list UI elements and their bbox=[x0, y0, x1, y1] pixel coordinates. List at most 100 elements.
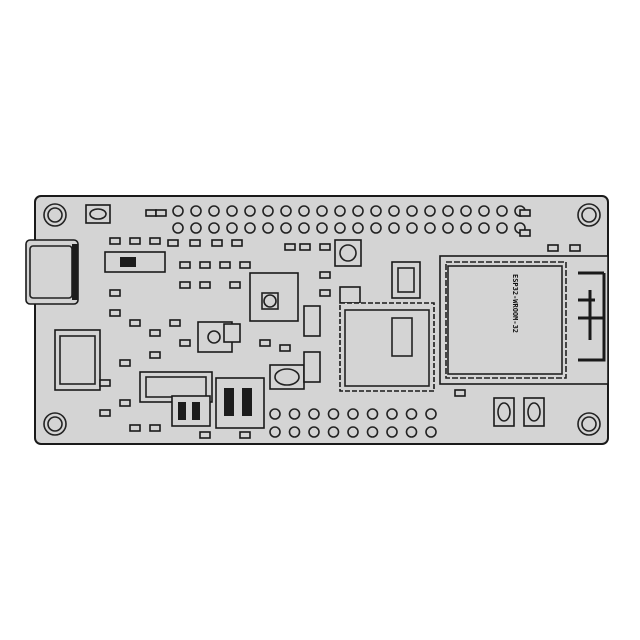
header-pin bbox=[405, 408, 418, 420]
header-pin bbox=[347, 408, 359, 420]
smd-component bbox=[145, 209, 157, 217]
header-pin bbox=[269, 426, 281, 438]
smd-component bbox=[239, 261, 251, 269]
mounting-hole bbox=[43, 203, 67, 227]
smd-component bbox=[284, 243, 296, 251]
smd-component bbox=[179, 261, 191, 269]
header-pin bbox=[280, 205, 292, 217]
header-pin bbox=[244, 222, 256, 234]
smd-component bbox=[454, 389, 466, 397]
smd-component bbox=[149, 237, 161, 245]
antenna-trace bbox=[578, 271, 606, 362]
module-label: ESP32-WROOM-32 bbox=[511, 274, 519, 333]
smd-component bbox=[109, 237, 121, 245]
smd-component bbox=[169, 319, 181, 327]
header-pin bbox=[280, 222, 292, 234]
header-pin bbox=[406, 222, 418, 234]
header-pin bbox=[386, 408, 398, 420]
smd-component bbox=[189, 239, 201, 247]
header-pin bbox=[478, 222, 490, 234]
smd-component bbox=[109, 309, 121, 317]
header-pin bbox=[406, 205, 418, 217]
small-ic bbox=[223, 323, 241, 343]
smd-component bbox=[229, 281, 241, 289]
mounting-holes bbox=[43, 203, 601, 436]
smd-component bbox=[199, 431, 211, 439]
header-pin bbox=[244, 205, 256, 217]
secondary-module bbox=[339, 302, 435, 392]
mounting-hole bbox=[577, 412, 601, 436]
smd-component bbox=[569, 244, 581, 252]
tactile-button[interactable] bbox=[269, 364, 305, 390]
header-pin bbox=[316, 222, 328, 234]
smd-component bbox=[99, 379, 111, 387]
smd-component bbox=[149, 329, 161, 337]
usb-c-connector bbox=[25, 239, 79, 305]
smd-component bbox=[109, 289, 121, 297]
header-pin bbox=[366, 408, 379, 420]
jst-sh-connector bbox=[391, 261, 421, 299]
smd-component bbox=[239, 431, 251, 439]
smd-component bbox=[129, 237, 141, 245]
header-pin bbox=[190, 205, 202, 217]
smd-component bbox=[119, 399, 131, 407]
esp32-module: ESP32-WROOM-32 bbox=[439, 255, 609, 385]
crystal bbox=[339, 286, 361, 304]
smd-component bbox=[155, 209, 167, 217]
smd-component bbox=[119, 359, 131, 367]
smd-component bbox=[129, 319, 141, 327]
smd-component bbox=[319, 271, 331, 279]
tactile-button[interactable] bbox=[85, 204, 111, 224]
slide-switch bbox=[104, 251, 166, 273]
header-pin bbox=[262, 222, 274, 234]
mounting-hole bbox=[577, 203, 601, 227]
header-pin bbox=[478, 205, 490, 217]
header-pin bbox=[460, 222, 472, 234]
header-pin bbox=[388, 205, 400, 217]
header-pin bbox=[208, 222, 220, 234]
header-pin bbox=[334, 222, 346, 234]
smd-component bbox=[519, 229, 531, 237]
header-pin bbox=[262, 205, 274, 217]
smd-component bbox=[211, 239, 223, 247]
header-pin bbox=[308, 426, 320, 438]
header-pin bbox=[334, 205, 346, 217]
smd-component bbox=[99, 409, 111, 417]
header-pin bbox=[424, 222, 436, 234]
mounting-hole bbox=[43, 412, 67, 436]
header-pin bbox=[366, 426, 379, 438]
smd-component bbox=[199, 281, 211, 289]
smd-component bbox=[319, 289, 331, 297]
dip-switch bbox=[171, 395, 211, 427]
header-pin bbox=[327, 408, 340, 420]
jst-sh-connector bbox=[303, 305, 321, 337]
sensor-chip bbox=[249, 272, 299, 322]
header-pin bbox=[352, 205, 364, 217]
header-pin bbox=[288, 426, 301, 438]
header-pin bbox=[316, 205, 328, 217]
smd-components bbox=[99, 209, 581, 439]
header-pin bbox=[496, 222, 508, 234]
header-pin bbox=[405, 426, 418, 438]
boot-button[interactable] bbox=[523, 397, 545, 427]
header-pin bbox=[226, 222, 238, 234]
smd-component bbox=[199, 261, 211, 269]
header-pin bbox=[352, 222, 364, 234]
smd-component bbox=[129, 424, 141, 432]
header-pin bbox=[424, 205, 436, 217]
tactile-button[interactable] bbox=[334, 239, 362, 267]
header-pin bbox=[226, 205, 238, 217]
header-pin bbox=[370, 205, 382, 217]
jst-connector bbox=[54, 329, 101, 391]
reset-button[interactable] bbox=[493, 397, 515, 427]
header-pin bbox=[386, 426, 398, 438]
smd-component bbox=[149, 351, 161, 359]
header-pin bbox=[460, 205, 472, 217]
header-pin bbox=[308, 408, 320, 420]
smd-component bbox=[259, 339, 271, 347]
smd-component bbox=[319, 243, 331, 251]
smd-component bbox=[231, 239, 243, 247]
header-pin bbox=[208, 205, 220, 217]
bottom-pin-header bbox=[269, 408, 437, 438]
